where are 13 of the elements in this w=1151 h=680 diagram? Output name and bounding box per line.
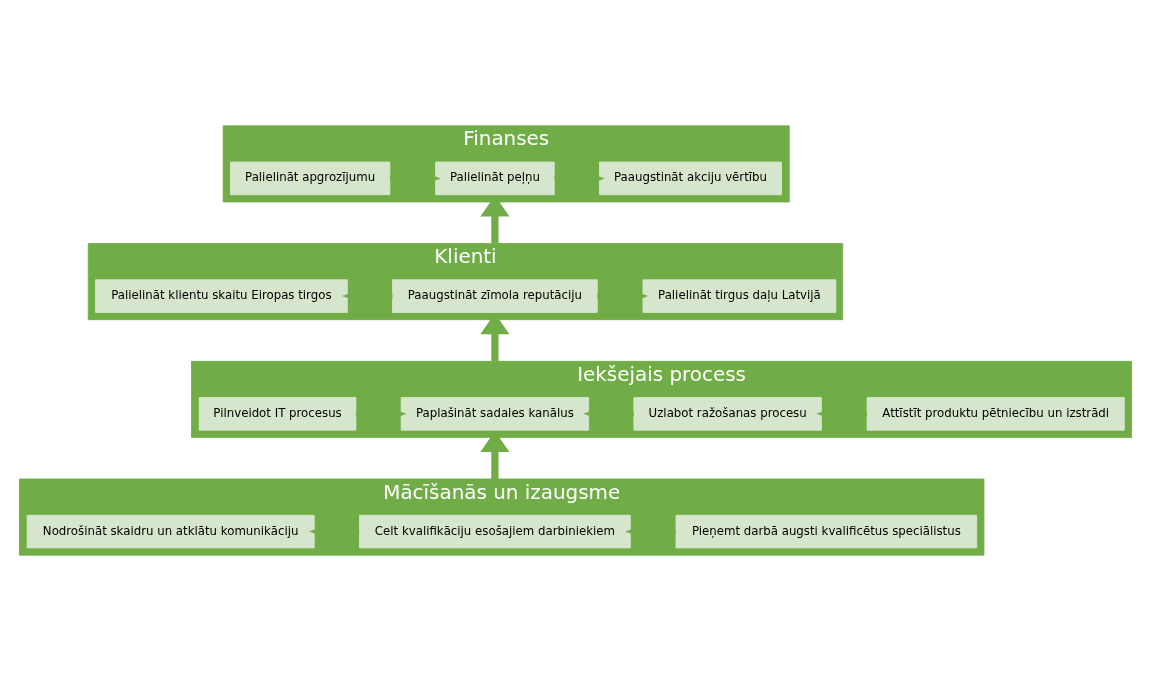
node-box: Palielināt apgrozījumu bbox=[230, 161, 391, 195]
node-box: Paaugstināt akciju vērtību bbox=[599, 161, 782, 195]
node-box: Palielināt tirgus daļu Latvijā bbox=[642, 278, 837, 313]
node-box: Pilnveidot IT procesus bbox=[198, 396, 357, 431]
node-box: Uzlabot ražošanas procesu bbox=[633, 396, 822, 431]
node-box: Palielināt peļņu bbox=[435, 161, 555, 195]
node-box: Celt kvalifikāciju esošajiem darbiniekiem bbox=[359, 514, 631, 548]
node-box: Paaugstināt zīmola reputāciju bbox=[392, 278, 598, 313]
node-box: Pieņemt darbā augsti kvalificētus speciālistus bbox=[675, 514, 978, 548]
node-box: Attīstīt produktu pētniecību un izstrādi bbox=[866, 396, 1125, 431]
node-box: Palielināt klientu skaitu Eiropas tirgos bbox=[95, 278, 348, 313]
node-box: Nodrošināt skaidru un atklātu komunikāciju bbox=[26, 514, 315, 548]
node-box: Paplašināt sadales kanālus bbox=[400, 396, 590, 431]
